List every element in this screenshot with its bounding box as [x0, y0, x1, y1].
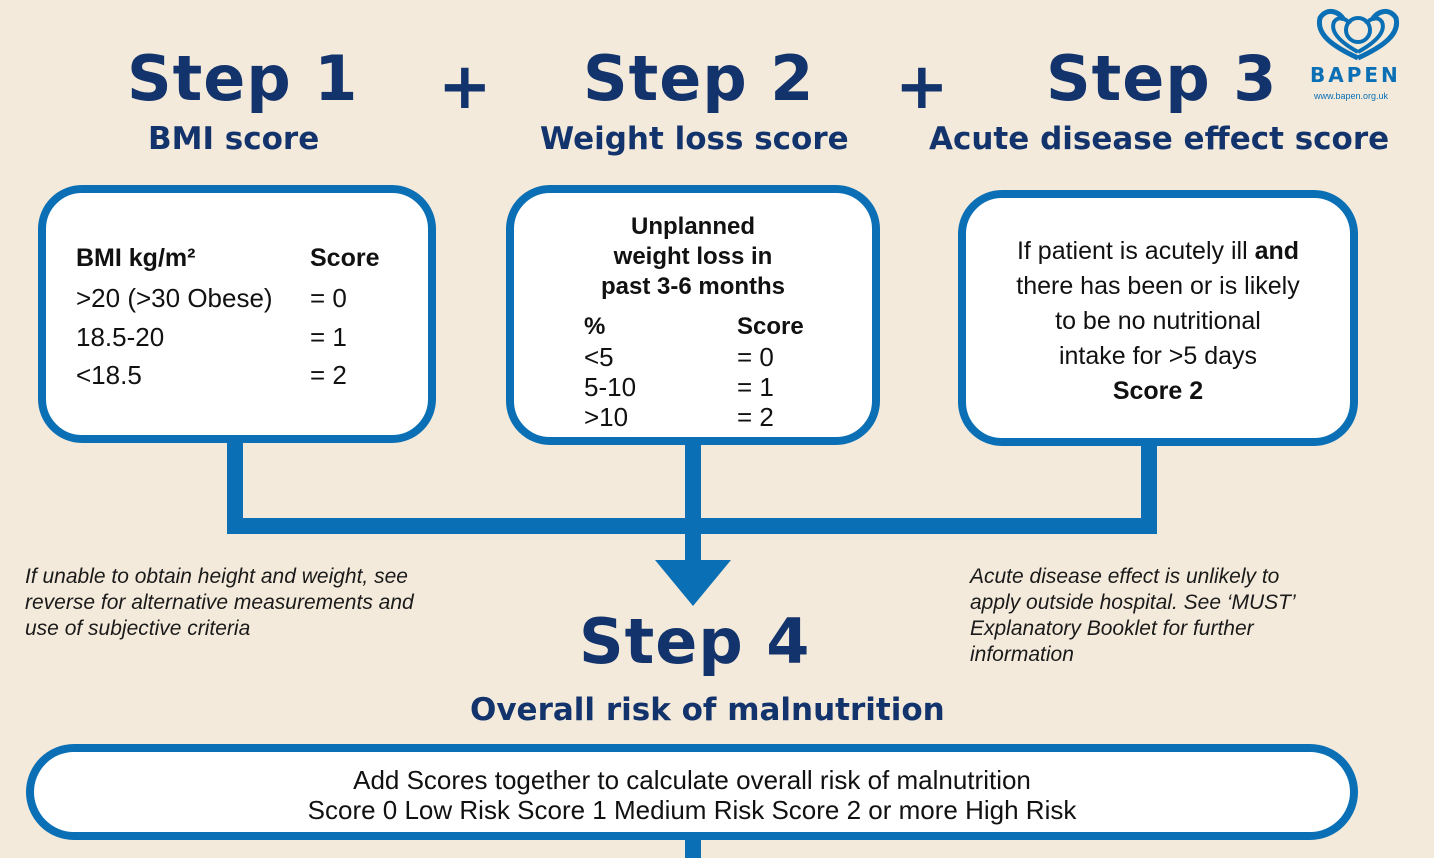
note-left-line: reverse for alternative measurements and — [25, 591, 414, 614]
connector-step1 — [227, 440, 243, 532]
acute-line-1: If patient is acutely ill and — [958, 237, 1358, 266]
plus-sign-2: + — [895, 50, 949, 124]
weight-row-score: = 0 — [737, 342, 774, 372]
bmi-header-label: BMI kg/m² — [76, 244, 196, 272]
weight-loss-box — [506, 185, 880, 445]
overall-risk-box — [26, 744, 1358, 840]
logo-url: www.bapen.org.uk — [1314, 91, 1389, 101]
acute-score: Score 2 — [1112, 377, 1204, 405]
note-right-line: Acute disease effect is unlikely to — [970, 565, 1280, 588]
bmi-row-range: <18.5 — [76, 360, 142, 390]
arrow-down-icon — [655, 560, 731, 606]
plus-sign-1: + — [438, 50, 492, 124]
acute-line-3: to be no nutritional — [1055, 307, 1261, 335]
step1-subtitle: BMI score — [148, 121, 320, 157]
weight-row-range: >10 — [584, 402, 629, 432]
note-right-line: Explanatory Booklet for further — [970, 617, 1254, 640]
bmi-row-range: >20 (>30 Obese) — [76, 283, 273, 313]
step4-title: Step 4 — [579, 605, 811, 678]
step1-title: Step 1 — [127, 42, 359, 115]
note-right-line: apply outside hospital. See ‘MUST’ — [970, 591, 1296, 614]
overall-risk-line-1: Add Scores together to calculate overall… — [353, 765, 1031, 795]
acute-line-4: intake for >5 days — [1058, 342, 1258, 370]
note-left-line: use of subjective criteria — [25, 617, 251, 640]
bmi-header-score: Score — [310, 244, 380, 272]
weight-header-score: Score — [737, 313, 804, 340]
bmi-score-box — [38, 185, 436, 443]
connector-down — [685, 530, 701, 566]
weight-heading-line: past 3-6 months — [600, 273, 786, 300]
acute-line-1-text: If patient is acutely ill — [1016, 237, 1255, 265]
acute-line-2: there has been or is likely — [1016, 272, 1300, 300]
overall-risk-line-2: Score 0 Low Risk Score 1 Medium Risk Sco… — [307, 795, 1077, 825]
weight-heading-line: Unplanned — [631, 213, 755, 240]
note-left-line: If unable to obtain height and weight, s… — [25, 565, 408, 588]
bmi-row-score: = 1 — [310, 322, 347, 352]
connector-step2 — [685, 440, 701, 532]
note-right: Acute disease effect is unlikely to appl… — [970, 564, 1296, 668]
weight-row-range: <5 — [584, 342, 614, 372]
weight-row-score: = 2 — [737, 402, 774, 432]
acute-disease-box — [958, 190, 1358, 446]
step3-title: Step 3 — [1046, 42, 1278, 115]
bmi-row-score: = 2 — [310, 360, 347, 390]
note-right-line: information — [970, 643, 1074, 666]
connector-bottom — [685, 838, 701, 858]
logo-name: BAPEN — [1310, 63, 1401, 87]
bmi-row-range: 18.5-20 — [76, 322, 165, 352]
bapen-logo-icon — [1316, 9, 1400, 61]
weight-header-label: % — [584, 313, 606, 340]
step2-subtitle: Weight loss score — [540, 121, 849, 157]
weight-row-range: 5-10 — [584, 372, 637, 402]
bmi-row-score: = 0 — [310, 283, 347, 313]
step2-title: Step 2 — [583, 42, 815, 115]
weight-heading-line: weight loss in — [613, 243, 773, 270]
note-left: If unable to obtain height and weight, s… — [25, 564, 414, 642]
acute-line-1-bold: and — [1254, 237, 1300, 265]
connector-horizontal — [227, 518, 1157, 534]
weight-row-score: = 1 — [737, 372, 774, 402]
step4-subtitle: Overall risk of malnutrition — [470, 692, 945, 728]
step3-subtitle: Acute disease effect score — [929, 121, 1390, 157]
connector-step3 — [1141, 440, 1157, 532]
